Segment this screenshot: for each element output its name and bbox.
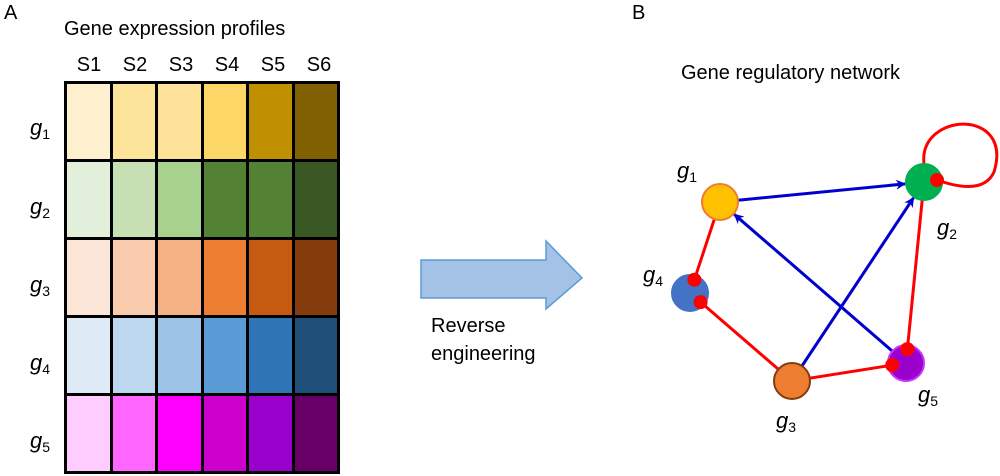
gene-label-sub: 5 [42,439,51,455]
gene-label-sub: 3 [42,283,51,299]
heatmap-cell-g1-s1 [67,84,110,159]
edge-g3-g4-inhibition [699,301,780,371]
heatmap-cell-g1-s5 [249,84,292,159]
arrow-label-line2: engineering [431,343,536,365]
heatmap-cell-g4-s3 [158,318,201,393]
heatmap-cell-g5-s4 [203,396,246,471]
sample-label: S6 [306,54,332,76]
node-label-name: g [643,262,656,287]
gene-label: g5 [30,428,60,455]
heatmap-cell-g1-s4 [203,84,246,159]
inhibition-end-dot [900,342,915,357]
node-label-sub: 4 [655,273,664,289]
heatmap-cell-g4-s5 [249,318,292,393]
heatmap-cell-g2-s1 [67,162,110,237]
edge-layer [692,122,999,380]
node-label-name: g [918,382,931,407]
heatmap-cell-g1-s6 [294,84,337,159]
heatmap-cell-g4-s2 [112,318,155,393]
inhibition-end-dot [693,295,708,310]
inhibition-dot-layer [687,173,944,373]
gene-label: g4 [30,350,60,377]
inhibition-end-dot [885,358,900,373]
gene-label: g1 [30,115,60,142]
inhibition-end-dot [930,173,944,187]
reverse-engineering-arrow [420,239,584,311]
panel-a-label: A [4,2,18,24]
heatmap-cell-g2-s5 [249,162,292,237]
gene-label-name: g [30,428,43,453]
node-layer [671,163,943,400]
edge-g3-g2-activation [800,197,915,367]
heatmap-cell-g2-s2 [112,162,155,237]
heatmap-cell-g5-s1 [67,396,110,471]
gene-label-sub: 4 [42,361,51,377]
expression-heatmap [64,81,340,474]
gene-label-name: g [30,350,43,375]
gene-label-sub: 1 [42,126,51,142]
arrow-label: Reverse engineering [431,312,536,368]
heatmap-cell-g4-s4 [203,318,246,393]
network-title: Gene regulatory network [681,62,901,84]
heatmap-cell-g1-s2 [112,84,155,159]
arrow-label-line1: Reverse [431,315,506,337]
node-g3 [773,362,811,400]
heatmap-cell-g2-s4 [203,162,246,237]
node-label-g2: g2 [937,215,957,242]
node-label-sub: 2 [949,226,958,242]
node-label-g1: g1 [677,158,697,185]
inhibition-end-dot [687,272,702,287]
gene-regulatory-network [671,122,999,400]
edge-g3-g5-inhibition [809,363,893,380]
heatmap-cell-g3-s5 [249,240,292,315]
heatmap-cell-g3-s1 [67,240,110,315]
edge-g2-g5-inhibition [905,199,924,350]
panel-b-label: B [632,2,646,24]
heatmap-cell-g5-s6 [294,396,337,471]
gene-label-sub: 2 [42,205,51,221]
gene-label: g3 [30,272,60,299]
gene-label-name: g [30,194,43,219]
node-label-g3: g3 [776,408,796,435]
edge-g1-g2-activation [737,179,907,202]
heatmap-cell-g1-s3 [158,84,201,159]
node-label-name: g [937,215,950,240]
node-g1 [701,183,739,221]
gene-label-name: g [30,272,43,297]
edge-g5-g1-activation [733,213,894,353]
expression-profiles-title: Gene expression profiles [64,18,286,40]
sample-label: S2 [122,54,148,76]
sample-label: S3 [168,54,194,76]
node-label-name: g [677,158,690,183]
heatmap-cell-g3-s2 [112,240,155,315]
node-label-sub: 3 [788,419,797,435]
sample-label: S1 [76,54,102,76]
sample-label: S4 [214,54,240,76]
node-label-g5: g5 [918,382,938,409]
node-label-sub: 5 [930,393,939,409]
gene-label: g2 [30,194,60,221]
heatmap-cell-g2-s6 [294,162,337,237]
heatmap-cell-g5-s2 [112,396,155,471]
heatmap-cell-g5-s3 [158,396,201,471]
gene-label-name: g [30,115,43,140]
heatmap-cell-g3-s4 [203,240,246,315]
edge-g1-g4-inhibition [692,218,716,281]
heatmap-cell-g2-s3 [158,162,201,237]
node-label-name: g [776,408,789,433]
heatmap-cell-g3-s3 [158,240,201,315]
heatmap-cell-g3-s6 [294,240,337,315]
sample-label: S5 [260,54,286,76]
heatmap-cell-g4-s6 [294,318,337,393]
node-label-sub: 1 [689,169,698,185]
node-label-g4: g4 [643,262,663,289]
heatmap-cell-g4-s1 [67,318,110,393]
heatmap-cell-g5-s5 [249,396,292,471]
edge-g2-g2-inhibition [922,122,999,188]
